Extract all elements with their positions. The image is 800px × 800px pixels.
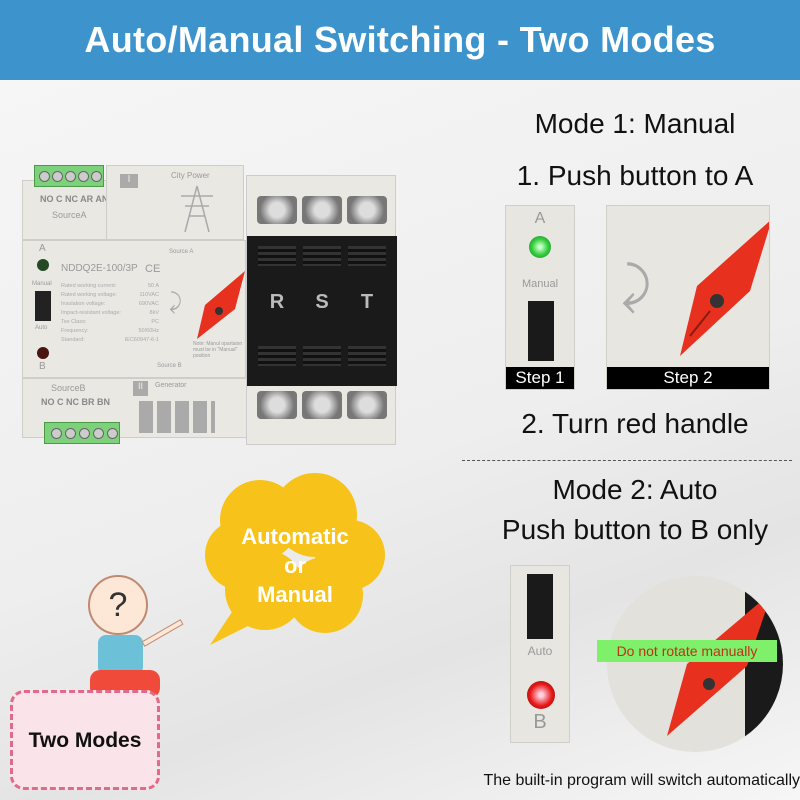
generator-icon (139, 401, 215, 433)
power-tower-icon (181, 185, 213, 233)
source-a-terminals: NO C NC AR AN (40, 194, 109, 204)
roman-1: I (120, 174, 138, 188)
spec-row: Rated working voltage:110VAC (61, 292, 159, 298)
mode-slider[interactable] (35, 291, 51, 321)
phase-t: T (360, 291, 374, 313)
led-b-label: B (39, 361, 46, 372)
manual-label: Manual (32, 281, 52, 287)
led-a-label: A (39, 243, 46, 254)
rotate-arrow-icon: ⤸ (169, 289, 183, 314)
bubble-line2: or (284, 553, 306, 578)
step2-label: Step 2 (607, 367, 769, 389)
spec-row: Frequency:50/60Hz (61, 328, 159, 334)
red-handle-closeup (667, 592, 772, 736)
slider-switch (528, 301, 554, 361)
phase-r: R (269, 291, 285, 313)
green-led (529, 236, 551, 258)
led-b (37, 347, 49, 359)
model-number: NDDQ2E-100/3P (61, 263, 138, 274)
cloud-shape (205, 473, 385, 645)
main-module: A Manual Auto B NDDQ2E-100/3P CE Rated w… (22, 240, 246, 378)
operation-note: Note: Manul opartaion must be in "Manual… (193, 341, 243, 359)
panel-manual-label: Manual (521, 278, 559, 290)
step1-panel: A Manual Step 1 (505, 205, 575, 390)
step2-panel: ⤸ Step 2 (606, 205, 770, 390)
step1-label: Step 1 (506, 367, 574, 389)
warning-label: Do not rotate manually (597, 640, 777, 662)
bubble-line3: Manual (257, 582, 333, 607)
switch-device: NO C NC AR AN SourceA I City Power A Man… (20, 160, 400, 450)
bubble-line1: Automatic (241, 524, 349, 549)
handle-closeup-circle (607, 576, 783, 752)
auto-panel: Auto B (510, 565, 570, 743)
spec-row: Rated working current:50 A (61, 283, 159, 289)
kid-illustration: ? Two Modes (10, 575, 190, 795)
kid-arm (141, 619, 184, 647)
spec-list: Rated working current:50 A Rated working… (61, 283, 159, 346)
city-power-panel: I City Power (106, 165, 244, 240)
mode1-step1-text: 1. Push button to A (516, 160, 754, 191)
ce-mark: CE (145, 263, 161, 275)
source-b-terminal-block (44, 422, 120, 444)
mode2-text: Push button to B only (501, 514, 769, 545)
speech-bubble: Automatic or Manual (200, 470, 390, 645)
sign-box: Two Modes (10, 690, 160, 790)
question-head: ? (88, 575, 148, 635)
mode1-title: Mode 1: Manual (534, 108, 736, 139)
header-banner: Auto/Manual Switching - Two Modes (0, 0, 800, 80)
spec-row: Tse Class:PC (61, 319, 159, 325)
mode2-title: Mode 2: Auto (552, 474, 718, 505)
red-handle[interactable] (191, 269, 249, 341)
panel-b-label: B (533, 711, 547, 733)
page-title: Auto/Manual Switching - Two Modes (84, 19, 716, 60)
source-b-label: SourceB (51, 383, 86, 393)
generator-label: Generator (155, 382, 187, 389)
sign-text: Two Modes (28, 729, 142, 752)
city-power-label: City Power (171, 171, 210, 180)
panel-a-label: A (534, 210, 546, 227)
auto-label: Auto (35, 325, 48, 331)
spec-row: Impact-resistant voltage:8kV (61, 310, 159, 316)
red-led (527, 681, 555, 709)
phase-s: S (315, 291, 329, 313)
spec-row: Insulation voltage:690VAC (61, 301, 159, 307)
source-a-terminal-block (34, 165, 104, 187)
red-handle-closeup (680, 221, 769, 356)
divider (462, 460, 792, 461)
rotate-arrow-icon: ⤸ (621, 257, 651, 313)
source-b-position: Source B (157, 363, 182, 369)
kid-shirt (98, 635, 143, 675)
source-a-position: Source A (169, 249, 194, 255)
source-b-terminals: NO C NC BR BN (41, 397, 110, 407)
roman-2: II (133, 381, 148, 396)
led-a (37, 259, 49, 271)
source-a-label: SourceA (52, 210, 87, 220)
power-terminal-block: R S T (246, 175, 397, 445)
footer-note: The built-in program will switch automat… (483, 772, 800, 789)
mode1-step2-text: 2. Turn red handle (521, 408, 749, 439)
spec-row: Standard:IEC60947-6-1 (61, 337, 159, 343)
panel-auto-label: Auto (527, 644, 553, 658)
slider-switch (527, 574, 553, 639)
